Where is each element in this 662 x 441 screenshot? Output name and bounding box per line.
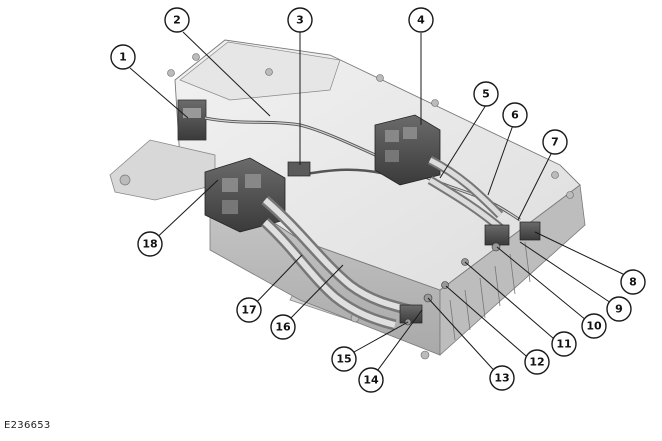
callout-15: 15 bbox=[331, 346, 357, 372]
svg-text:15: 15 bbox=[336, 353, 351, 366]
callout-14: 14 bbox=[358, 367, 384, 393]
callout-4: 4 bbox=[408, 7, 434, 33]
right-connectors bbox=[484, 221, 541, 252]
svg-text:6: 6 bbox=[511, 109, 519, 122]
callout-7: 7 bbox=[542, 129, 568, 155]
callout-18: 18 bbox=[137, 231, 163, 257]
callout-16: 16 bbox=[270, 314, 296, 340]
callout-8: 8 bbox=[620, 269, 646, 295]
svg-text:9: 9 bbox=[615, 303, 623, 316]
svg-text:2: 2 bbox=[173, 14, 181, 27]
svg-text:16: 16 bbox=[275, 321, 291, 334]
svg-text:12: 12 bbox=[529, 356, 544, 369]
upper-connector-block bbox=[374, 114, 441, 186]
callout-17: 17 bbox=[236, 297, 262, 323]
harness-clip bbox=[287, 161, 311, 177]
svg-text:1: 1 bbox=[119, 51, 127, 64]
svg-text:13: 13 bbox=[494, 372, 509, 385]
svg-text:5: 5 bbox=[482, 88, 490, 101]
callout-3: 3 bbox=[287, 7, 313, 33]
svg-text:3: 3 bbox=[296, 14, 304, 27]
callout-12: 12 bbox=[524, 349, 550, 375]
callout-9: 9 bbox=[606, 296, 632, 322]
callout-2: 2 bbox=[164, 7, 190, 33]
left-connector bbox=[177, 99, 207, 141]
figure-reference-code: E236653 bbox=[4, 420, 51, 431]
svg-text:10: 10 bbox=[586, 320, 602, 333]
svg-text:4: 4 bbox=[417, 14, 425, 27]
callout-11: 11 bbox=[551, 331, 577, 357]
svg-text:17: 17 bbox=[241, 304, 256, 317]
callout-13: 13 bbox=[489, 365, 515, 391]
svg-text:18: 18 bbox=[142, 238, 157, 251]
svg-text:11: 11 bbox=[556, 338, 571, 351]
leader-lines bbox=[129, 30, 626, 379]
callout-5: 5 bbox=[473, 81, 499, 107]
main-connector-block bbox=[204, 157, 286, 233]
svg-text:8: 8 bbox=[629, 276, 637, 289]
svg-text:14: 14 bbox=[363, 374, 379, 387]
callout-1: 1 bbox=[110, 44, 136, 70]
callout-10: 10 bbox=[581, 313, 607, 339]
svg-text:7: 7 bbox=[551, 136, 559, 149]
lower-coolant-pipes bbox=[261, 195, 412, 331]
callout-6: 6 bbox=[502, 102, 528, 128]
